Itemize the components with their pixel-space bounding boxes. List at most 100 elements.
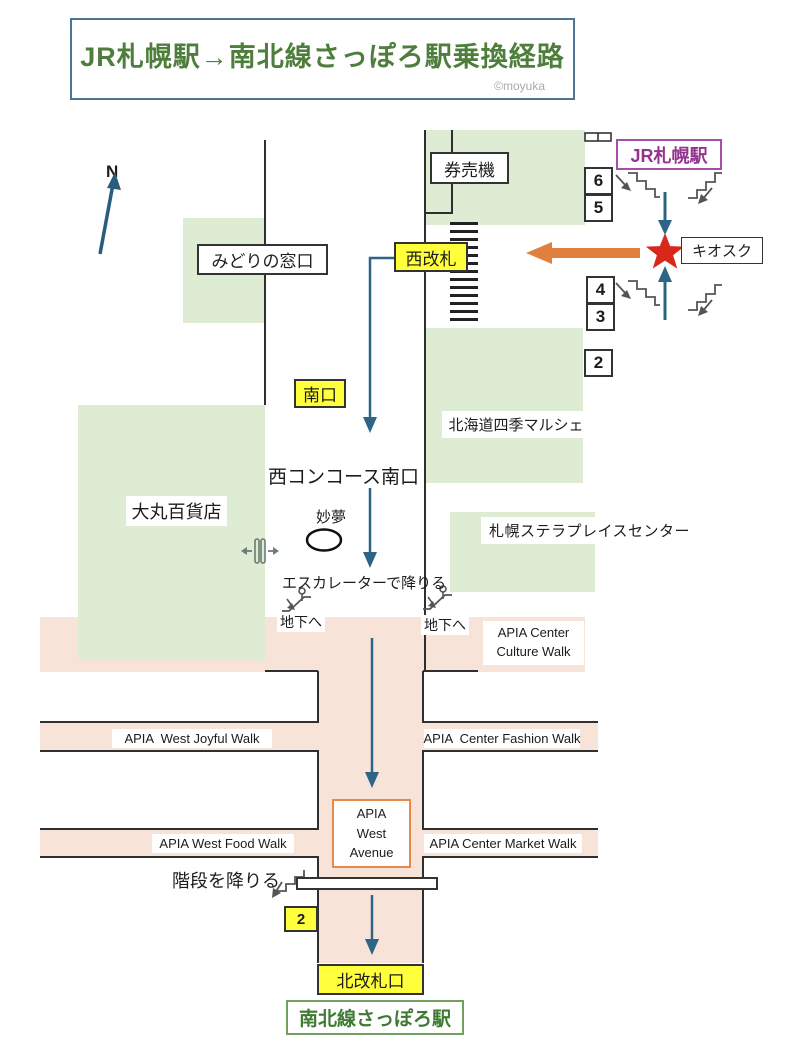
ticket-gate-stripes bbox=[450, 222, 478, 326]
south-exit-box: 南口 bbox=[294, 379, 346, 408]
fashion-wall-top bbox=[423, 721, 598, 723]
to-basement-left-label: 地下へ bbox=[280, 614, 322, 630]
fashion-wall-bottom bbox=[423, 750, 598, 752]
west-gate-label: 西改札 bbox=[405, 249, 457, 269]
apia-food-walk-label: APIA West Food Walk bbox=[152, 834, 294, 853]
apia-market-walk-text: APIA Center Market Walk bbox=[429, 836, 577, 851]
east-wall bbox=[424, 130, 426, 672]
marche-block bbox=[425, 328, 583, 483]
elevator-icon bbox=[584, 132, 612, 142]
current-position-star-icon bbox=[645, 233, 685, 269]
apia-culture-walk-box: APIA Center Culture Walk bbox=[483, 621, 584, 665]
daimaru-strip: 大丸百貨店 bbox=[126, 496, 227, 526]
myomu-label: 妙夢 bbox=[316, 509, 347, 526]
platform-2-label: 2 bbox=[593, 353, 604, 372]
platform-4-box: 4 bbox=[586, 276, 615, 304]
corridor-wall-right-3 bbox=[422, 856, 424, 963]
platform-2-box: 2 bbox=[584, 349, 613, 377]
apia-culture-line1: APIA Center bbox=[497, 625, 570, 641]
subway-station-box: 南北線さっぽろ駅 bbox=[286, 1000, 464, 1035]
food-wall-bottom bbox=[40, 856, 318, 858]
ticket-machine-wall-seg2 bbox=[451, 184, 453, 214]
stairs-icon-north-right bbox=[688, 172, 722, 204]
route-arrow-to-north-gate bbox=[365, 895, 379, 955]
route-arrow-concourse bbox=[363, 488, 377, 568]
joyful-wall-bottom bbox=[40, 750, 318, 752]
platform-3-box: 3 bbox=[586, 303, 615, 331]
crossing-bar bbox=[296, 877, 438, 890]
south-exit-label: 南口 bbox=[303, 386, 337, 405]
credit-text: ©moyuka bbox=[494, 79, 545, 93]
apia-culture-line2: Culture Walk bbox=[496, 644, 571, 659]
kiosk-box: キオスク bbox=[681, 237, 763, 264]
apia-fashion-walk-text: APIA Center Fashion Walk bbox=[423, 731, 581, 746]
corridor-wall-left-2 bbox=[317, 750, 319, 830]
north-gate-label: 北改札口 bbox=[336, 972, 405, 991]
escalator-note-label: エスカレーターで降りる bbox=[282, 575, 447, 592]
stairs-note-label: 階段を降りる bbox=[172, 871, 280, 891]
corridor-wall-right-2 bbox=[422, 750, 424, 830]
apia-market-walk-label: APIA Center Market Walk bbox=[424, 834, 582, 853]
orange-route-arrow bbox=[526, 242, 640, 264]
page-title: JR札幌駅→南北線さっぽろ駅乗換経路 bbox=[80, 42, 565, 72]
platform-5-label: 5 bbox=[593, 198, 604, 217]
arrow-up-to-star bbox=[658, 266, 672, 320]
apia-joyful-walk-text: APIA West Joyful Walk bbox=[124, 731, 260, 746]
stellar-label: 札幌ステラプレイスセンター bbox=[488, 523, 691, 540]
apia-west-avenue-box: APIA West Avenue bbox=[332, 799, 411, 868]
myomu-sculpture-icon bbox=[305, 528, 343, 552]
apia-avenue-line2: West bbox=[356, 825, 387, 841]
subway-station-label: 南北線さっぽろ駅 bbox=[298, 1009, 451, 1030]
stellar-strip: 札幌ステラプレイスセンター bbox=[481, 517, 698, 544]
route-arrow-from-west-gate bbox=[363, 256, 400, 433]
stairs-icon-platform65 bbox=[615, 172, 660, 198]
corridor-wall-right-1 bbox=[422, 671, 424, 723]
market-wall-top bbox=[423, 828, 598, 830]
apia-food-walk-text: APIA West Food Walk bbox=[159, 836, 287, 851]
daimaru-label: 大丸百貨店 bbox=[131, 502, 222, 522]
apia-fashion-walk-label: APIA Center Fashion Walk bbox=[423, 729, 581, 748]
platform-4-label: 4 bbox=[595, 280, 606, 299]
door-icon bbox=[241, 538, 279, 564]
midori-window-box: みどりの窓口 bbox=[197, 244, 328, 275]
to-basement-right-label: 地下へ bbox=[424, 617, 466, 633]
exit-2-box: 2 bbox=[284, 906, 318, 932]
exit-2-label: 2 bbox=[296, 910, 306, 928]
marche-strip: 北海道四季マルシェ bbox=[442, 411, 590, 438]
route-arrow-underground bbox=[365, 638, 379, 788]
platform-3-label: 3 bbox=[595, 307, 606, 326]
corridor-wall-left-1 bbox=[317, 671, 319, 723]
hall-edge-left bbox=[265, 670, 318, 672]
hall-edge-right bbox=[423, 670, 478, 672]
compass-arrow-icon bbox=[98, 172, 121, 255]
escalator-icon-right bbox=[423, 585, 452, 610]
kiosk-label: キオスク bbox=[691, 243, 752, 260]
daimaru-block bbox=[78, 405, 265, 660]
ticket-machine-wall-seg1 bbox=[451, 130, 453, 153]
food-wall-top bbox=[40, 828, 318, 830]
title-box: JR札幌駅→南北線さっぽろ駅乗換経路 ©moyuka bbox=[70, 18, 575, 100]
market-wall-bottom bbox=[423, 856, 598, 858]
stairs-icon-south-right bbox=[688, 284, 722, 316]
platform-5-box: 5 bbox=[584, 194, 613, 222]
north-gate-box: 北改札口 bbox=[317, 964, 424, 995]
apia-avenue-line1: APIA bbox=[356, 806, 387, 822]
marche-label: 北海道四季マルシェ bbox=[448, 417, 584, 434]
apia-joyful-walk-label: APIA West Joyful Walk bbox=[112, 729, 272, 748]
ticket-machine-wall-seg3 bbox=[425, 212, 453, 214]
jr-station-box: JR札幌駅 bbox=[616, 139, 722, 170]
platform-6-box: 6 bbox=[584, 167, 613, 195]
apia-avenue-line3: Avenue bbox=[349, 845, 394, 861]
arrow-down-to-star bbox=[658, 192, 672, 235]
west-gate-box: 西改札 bbox=[394, 242, 468, 272]
escalator-icon-left bbox=[282, 587, 311, 612]
ticket-machine-box: 券売機 bbox=[430, 152, 509, 184]
west-concourse-label: 西コンコース南口 bbox=[268, 467, 420, 488]
midori-window-label: みどりの窓口 bbox=[211, 252, 314, 271]
corridor-wall-left-3 bbox=[317, 856, 319, 963]
platform-6-label: 6 bbox=[593, 171, 604, 190]
to-basement-right: 地下へ bbox=[421, 615, 469, 635]
to-basement-left: 地下へ bbox=[277, 612, 325, 632]
jr-station-label: JR札幌駅 bbox=[630, 145, 708, 166]
